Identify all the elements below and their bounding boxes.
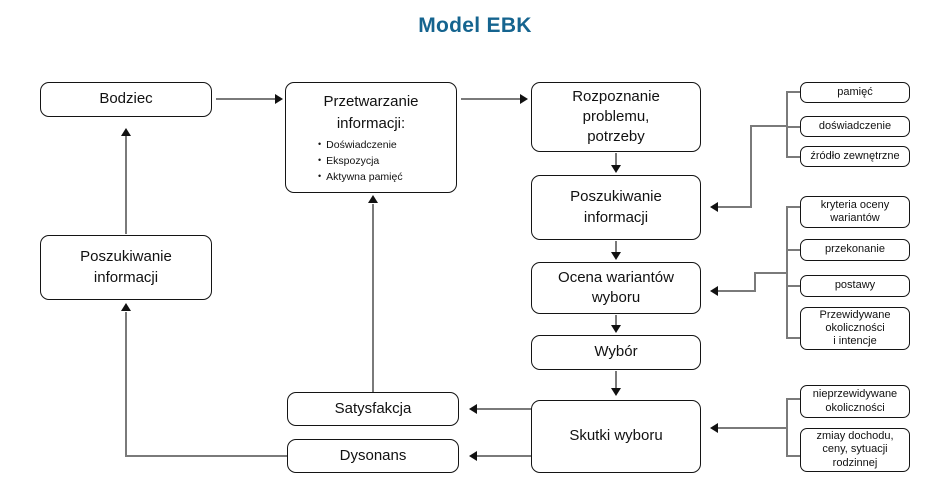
arrowhead-poszukiwanie-to-ocena [611, 252, 621, 260]
node-przetwarzanie-informacji[interactable]: Przetwarzanie informacji: Doświadczenie … [285, 82, 457, 193]
arrowhead-rozpoznanie-to-poszukiwanie [611, 165, 621, 173]
arrowhead-wybor-to-skutki [611, 388, 621, 396]
node-przetwarzanie-title-line1: Przetwarzanie [323, 93, 419, 110]
bracket-sources-spine [786, 91, 788, 157]
node-rozpoznanie-line1: Rozpoznanie problemu, [572, 87, 660, 125]
bullet-ekspozycja: Ekspozycja [318, 153, 403, 169]
node-bodziec[interactable]: Bodziec [40, 82, 212, 117]
node-postawy-label: postawy [834, 279, 876, 292]
connector-skutki-to-satysfakcja [477, 408, 531, 410]
node-nieprzewidywane-line1: nieprzewidywane [812, 388, 898, 401]
arrowhead-przetwarzanie-to-rozpoznanie [520, 94, 528, 104]
node-ocena-line1: Ocena wariantów [558, 268, 674, 286]
node-zmiany-line1: zmiay dochodu, [816, 430, 894, 443]
node-przewidywane-line2: okoliczności [825, 321, 885, 334]
bracket-sources-stub-zrodlo [786, 156, 800, 158]
node-zmiany-line2: ceny, sytuacji [822, 443, 888, 456]
node-poszukiwanie-right-line1: Poszukiwanie [570, 188, 662, 206]
node-zrodlo-zewnetrzne-label: źródło zewnętrzne [810, 149, 900, 162]
node-dysonans[interactable]: Dysonans [287, 439, 459, 473]
bracket-evaluation-stub-postawy [786, 285, 800, 287]
bracket-sources-stub-pamiec [786, 91, 800, 93]
connector-poszukiwanie-left-to-bodziec [125, 136, 127, 234]
node-dysonans-label: Dysonans [339, 446, 407, 464]
node-przekonanie-label: przekonanie [825, 243, 885, 256]
connector-satysfakcja-to-przetwarzanie [372, 204, 374, 392]
bracket-evaluation-stub-kryteria [786, 206, 800, 208]
connector-bodziec-to-przetwarzanie [216, 98, 276, 100]
bullet-doswiadczenie: Doświadczenie [318, 137, 403, 153]
node-przewidywane-okolicznosci[interactable]: Przewidywane okoliczności i intencje [800, 307, 910, 350]
bracket-outcomes-stub-zmiany [786, 455, 800, 457]
node-kryteria-line2: wariantów [830, 212, 880, 224]
connector-poszukiwanie-to-ocena [615, 241, 617, 254]
bracket-sources-stub-doswiadczenie [786, 126, 800, 128]
page-title: Model EBK [418, 14, 532, 37]
node-postawy[interactable]: postawy [800, 275, 910, 297]
node-kryteria-line1: kryteria oceny [820, 198, 890, 211]
connector-sources-to-rail [750, 125, 788, 127]
arrowhead-evaluation-into-ocena [710, 286, 718, 296]
node-poszukiwanie-informacji-left[interactable]: Poszukiwanie informacji [40, 235, 212, 300]
connector-wybor-to-skutki [615, 371, 617, 389]
node-nieprzewidywane-okolicznosci[interactable]: nieprzewidywane okoliczności [800, 385, 910, 418]
node-przetwarzanie-bullets: Doświadczenie Ekspozycja Aktywna pamięć [318, 137, 403, 186]
arrowhead-skutki-to-satysfakcja [469, 404, 477, 414]
node-poszukiwanie-left-line1: Poszukiwanie [80, 248, 172, 266]
connector-evaluation-to-rail [754, 272, 788, 274]
node-wybor[interactable]: Wybór [531, 335, 701, 370]
node-rozpoznanie-line2: potrzeby [587, 128, 645, 146]
node-poszukiwanie-informacji-right[interactable]: Poszukiwanie informacji [531, 175, 701, 240]
connector-dysonans-to-left-rail [125, 455, 287, 457]
node-skutki-label: Skutki wyboru [569, 427, 663, 445]
bracket-evaluation-stub-przewidywane [786, 337, 800, 339]
node-kryteria-oceny-wariantow[interactable]: kryteria oceny wariantów [800, 196, 910, 228]
node-przewidywane-line1: Przewidywane [819, 308, 891, 321]
arrowhead-bodziec-to-przetwarzanie [275, 94, 283, 104]
node-nieprzewidywane-line2: okoliczności [825, 401, 885, 414]
node-przekonanie[interactable]: przekonanie [800, 239, 910, 261]
node-zrodlo-zewnetrzne[interactable]: źródło zewnętrzne [800, 146, 910, 167]
node-poszukiwanie-left-line2: informacji [93, 268, 159, 286]
node-pamiec-label: pamięć [837, 85, 873, 98]
node-ocena-wariantow-wyboru[interactable]: Ocena wariantów wyboru [531, 262, 701, 314]
bracket-evaluation-stub-przekonanie [786, 249, 800, 251]
node-pamiec[interactable]: pamięć [800, 82, 910, 103]
node-satysfakcja[interactable]: Satysfakcja [287, 392, 459, 426]
node-doswiadczenie[interactable]: doświadczenie [800, 116, 910, 137]
node-zmiany-line3: rodzinnej [832, 456, 878, 469]
connector-evaluation-rail-vertical [754, 272, 756, 292]
connector-left-rail-vertical [125, 312, 127, 457]
bullet-aktywna-pamiec: Aktywna pamięć [318, 169, 402, 185]
arrowhead-ocena-to-wybor [611, 325, 621, 333]
node-przetwarzanie-title-line2: informacji: [336, 114, 406, 132]
connector-sources-rail-vertical [750, 125, 752, 207]
connector-evaluation-into-ocena [718, 290, 756, 292]
node-satysfakcja-label: Satysfakcja [334, 399, 412, 417]
arrowhead-skutki-to-dysonans [469, 451, 477, 461]
arrowhead-left-rail-to-poszukiwanie [121, 303, 131, 311]
arrowhead-poszukiwanie-left-to-bodziec [121, 128, 131, 136]
arrowhead-sources-into-poszukiwanie [710, 202, 718, 212]
node-poszukiwanie-right-line2: informacji [583, 208, 649, 226]
connector-sources-into-poszukiwanie [718, 206, 752, 208]
connector-przetwarzanie-to-rozpoznanie [461, 98, 521, 100]
bracket-outcomes-stub-nieprzewidywane [786, 398, 800, 400]
connector-rozpoznanie-to-poszukiwanie [615, 153, 617, 167]
arrowhead-satysfakcja-to-przetwarzanie [368, 195, 378, 203]
connector-ocena-to-wybor [615, 315, 617, 327]
node-bodziec-label: Bodziec [99, 90, 153, 108]
arrowhead-outcomes-into-skutki [710, 423, 718, 433]
node-zmiany-dochodu[interactable]: zmiay dochodu, ceny, sytuacji rodzinnej [800, 428, 910, 472]
node-rozpoznanie-problemu[interactable]: Rozpoznanie problemu, potrzeby [531, 82, 701, 152]
node-ocena-line2: wyboru [591, 289, 641, 306]
node-doswiadczenie-label: doświadczenie [818, 119, 892, 132]
node-skutki-wyboru[interactable]: Skutki wyboru [531, 400, 701, 473]
node-wybor-label: Wybór [594, 343, 638, 361]
connector-skutki-to-dysonans [477, 455, 531, 457]
connector-outcomes-into-skutki [718, 427, 788, 429]
node-przewidywane-line3: i intencje [833, 335, 877, 348]
